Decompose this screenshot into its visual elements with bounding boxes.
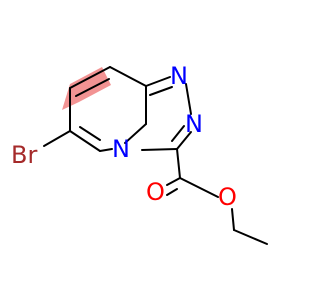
bond-ccarbonyl-oester <box>179 177 219 198</box>
bond-c8a-nbridge <box>124 123 147 144</box>
bond-c3-br <box>43 130 71 147</box>
bond-nbridge-c4 <box>99 148 113 152</box>
bond-c3t-nbridge <box>141 148 178 151</box>
bond-n1-n2 <box>185 83 192 115</box>
molecule-structure-diagram: Br N N N O O <box>11 62 268 245</box>
carbonyl-oxygen-label: O <box>146 178 165 206</box>
bond-c8a-n1 <box>145 76 171 87</box>
bromine-label: Br <box>11 141 37 169</box>
bond-c5-c6-double <box>75 78 110 97</box>
bridgehead-nitrogen-label: N <box>112 135 130 163</box>
ester-group-bonds <box>166 148 268 245</box>
bond-c4-c3-double <box>79 126 101 141</box>
bond-c8a-n1-double <box>149 86 173 96</box>
bond-n2-c3t <box>176 131 192 150</box>
bond-c6-c7 <box>109 66 147 87</box>
bond-ch2-ch3 <box>233 229 268 245</box>
pyridine-ring-bonds <box>69 66 147 152</box>
ring-highlight <box>62 67 111 110</box>
bond-c3t-ccarbonyl <box>176 148 181 179</box>
bond-n2-c3t-double <box>171 125 185 142</box>
bond-ccarbonyl-ocarbonyl-double <box>166 188 178 196</box>
triazole-ring-bonds <box>141 76 192 151</box>
triazole-nitrogen-1-label: N <box>170 62 188 90</box>
bond-c5-c6 <box>69 66 111 89</box>
ester-oxygen-label: O <box>218 183 237 211</box>
bond-ccarbonyl-ocarbonyl <box>166 177 181 186</box>
triazole-nitrogen-2-label: N <box>185 110 203 138</box>
bond-oester-ch2 <box>231 208 235 231</box>
bond-c4-c3 <box>69 130 101 152</box>
